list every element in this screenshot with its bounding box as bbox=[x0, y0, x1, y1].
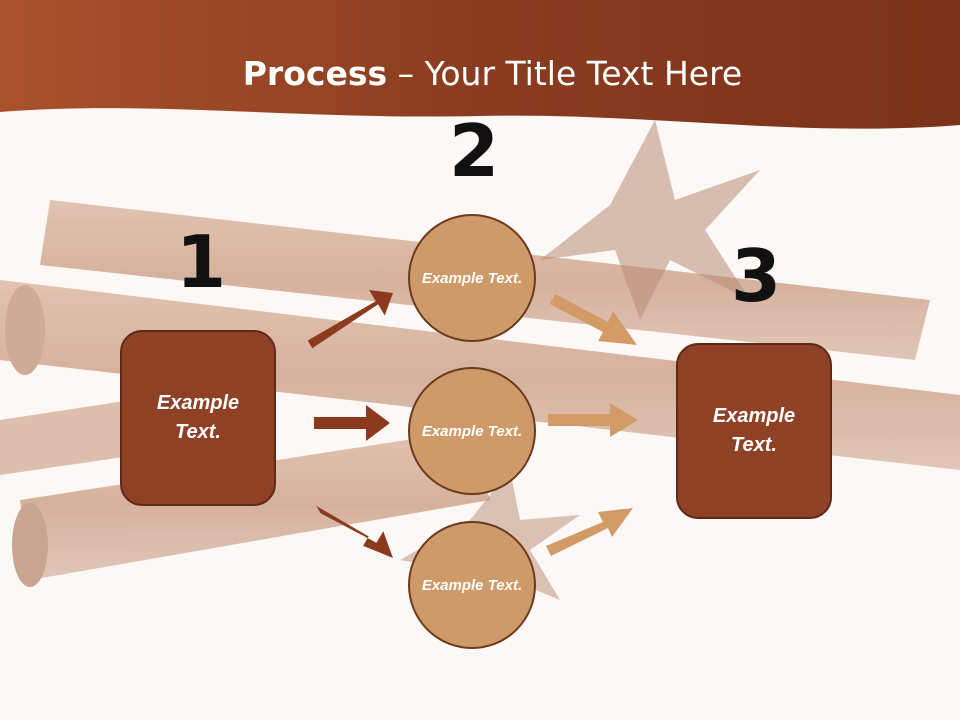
step-number-3: 3 bbox=[731, 234, 782, 318]
left-step-box: Example Text. bbox=[120, 330, 276, 506]
circle-middle-text: Example Text. bbox=[421, 422, 523, 440]
right-step-text: Example Text. bbox=[712, 405, 796, 456]
circle-top-text: Example Text. bbox=[421, 269, 523, 287]
arrow-to-bottom-circle bbox=[316, 505, 393, 558]
left-step-text: Example Text. bbox=[156, 392, 240, 443]
circle-bottom-text: Example Text. bbox=[421, 576, 523, 594]
arrow-to-top-circle bbox=[307, 290, 393, 349]
title-rest: – Your Title Text Here bbox=[387, 54, 743, 93]
step-number-1: 1 bbox=[176, 220, 227, 304]
arrow-to-middle-circle bbox=[314, 405, 390, 441]
right-step-box: Example Text. bbox=[676, 343, 832, 519]
slide-title: Process – Your Title Text Here bbox=[0, 54, 960, 93]
circle-bottom: Example Text. bbox=[408, 521, 536, 649]
star-anise-top bbox=[540, 120, 760, 320]
circle-top: Example Text. bbox=[408, 214, 536, 342]
arrow-from-middle-circle bbox=[548, 403, 638, 437]
step-number-2: 2 bbox=[449, 109, 500, 193]
header-band bbox=[0, 0, 960, 129]
arrow-from-top-circle bbox=[550, 294, 637, 345]
circle-middle: Example Text. bbox=[408, 367, 536, 495]
arrow-from-bottom-circle bbox=[546, 508, 633, 556]
title-bold: Process bbox=[242, 54, 388, 93]
